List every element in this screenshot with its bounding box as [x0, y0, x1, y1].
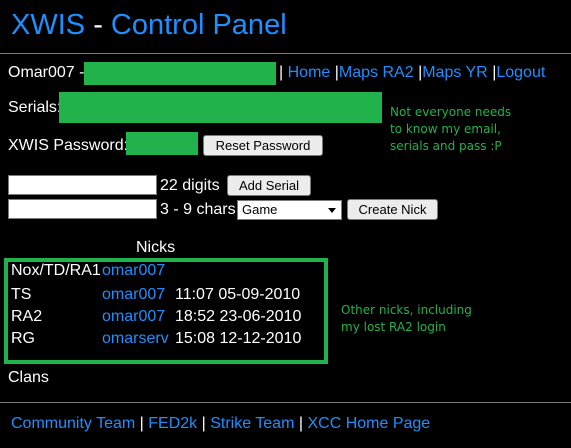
username: Omar007: [8, 64, 75, 81]
nav-separator: |: [418, 64, 423, 81]
nicks-annotation: Other nicks, including my lost RA2 login: [341, 302, 472, 336]
password-label: XWIS Password:: [8, 137, 129, 154]
nav-link-logout[interactable]: Logout: [496, 64, 546, 81]
footer-separator: |: [201, 415, 206, 432]
footer-divider: [0, 402, 571, 403]
nav-separator: |: [492, 64, 497, 81]
footer-link-fed2k[interactable]: FED2k: [148, 415, 198, 432]
redacted-email: [84, 62, 276, 85]
nick-game: Nox/TD/RA1: [11, 262, 101, 279]
nick-time: 15:08: [175, 330, 216, 347]
nick-link[interactable]: omarserv: [102, 330, 169, 347]
nav-link-home[interactable]: Home: [287, 64, 331, 81]
clans-heading: Clans: [8, 369, 49, 386]
annotation-line: Other nicks, including: [341, 303, 472, 317]
title-separator: -: [93, 9, 103, 41]
annotation-line: to know my email,: [390, 122, 501, 136]
nick-time: 18:52: [175, 308, 216, 325]
nicks-highlight-box: [4, 258, 328, 364]
nick-date: 12-12-2010: [219, 330, 302, 347]
nav-separator: |: [334, 64, 339, 81]
game-select[interactable]: Game: [237, 200, 342, 220]
nick-input[interactable]: [8, 199, 157, 219]
page-title: XWIS - Control Panel: [11, 8, 287, 42]
nick-row: Nox/TD/RA1: [11, 262, 101, 280]
nick-link[interactable]: omar007: [102, 262, 166, 279]
privacy-annotation: Not everyone needs to know my email, ser…: [390, 104, 511, 155]
annotation-line: serials and pass :P: [390, 139, 502, 153]
nav-separator: |: [279, 64, 284, 81]
add-serial-button[interactable]: Add Serial: [227, 175, 311, 196]
footer-link-xcc-home-page[interactable]: XCC Home Page: [307, 415, 431, 432]
nick-game: TS: [11, 286, 32, 303]
nick-date: 23-06-2010: [219, 308, 302, 325]
nick-link[interactable]: omar007: [102, 308, 166, 325]
user-bar: Omar007 -: [8, 64, 84, 82]
nick-last-seen: 11:07 05-09-2010: [175, 286, 300, 304]
annotation-line: Not everyone needs: [390, 105, 512, 119]
serial-hint: 22 digits: [160, 177, 220, 194]
redacted-serials: [59, 92, 382, 123]
nav-link-maps-yr[interactable]: Maps YR: [422, 64, 488, 81]
title-xwis: XWIS: [11, 9, 86, 41]
user-nav-links: | Home |Maps RA2 |Maps YR |Logout: [279, 64, 545, 82]
nick-hint: 3 - 9 chars: [160, 201, 236, 218]
header-divider: [0, 53, 571, 54]
nick-time: 11:07: [175, 286, 214, 303]
footer-links: Community Team | FED2k | Strike Team | X…: [11, 415, 430, 433]
username-dash: -: [79, 64, 85, 81]
serials-label: Serials:: [8, 99, 62, 116]
title-control-panel: Control Panel: [110, 9, 287, 41]
nick-game: RG: [11, 330, 35, 347]
game-select-value: Game: [242, 202, 278, 217]
footer-link-strike-team[interactable]: Strike Team: [210, 415, 295, 432]
serial-input[interactable]: [8, 175, 157, 195]
footer-separator: |: [298, 415, 304, 432]
footer-separator: |: [139, 415, 144, 432]
footer-link-community-team[interactable]: Community Team: [11, 415, 136, 432]
reset-password-button[interactable]: Reset Password: [203, 135, 323, 156]
create-nick-button[interactable]: Create Nick: [347, 199, 438, 220]
nick-link[interactable]: omar007: [102, 286, 166, 303]
nick-last-seen: 15:08 12-12-2010: [175, 330, 301, 348]
nick-date: 05-09-2010: [218, 286, 301, 303]
nick-game: RA2: [11, 308, 43, 325]
redacted-password: [126, 132, 198, 155]
nick-last-seen: 18:52 23-06-2010: [175, 308, 301, 326]
chevron-down-icon: [328, 208, 336, 213]
nav-link-maps-ra2[interactable]: Maps RA2: [338, 64, 414, 81]
nicks-heading: Nicks: [136, 239, 176, 256]
annotation-line: my lost RA2 login: [341, 320, 446, 334]
